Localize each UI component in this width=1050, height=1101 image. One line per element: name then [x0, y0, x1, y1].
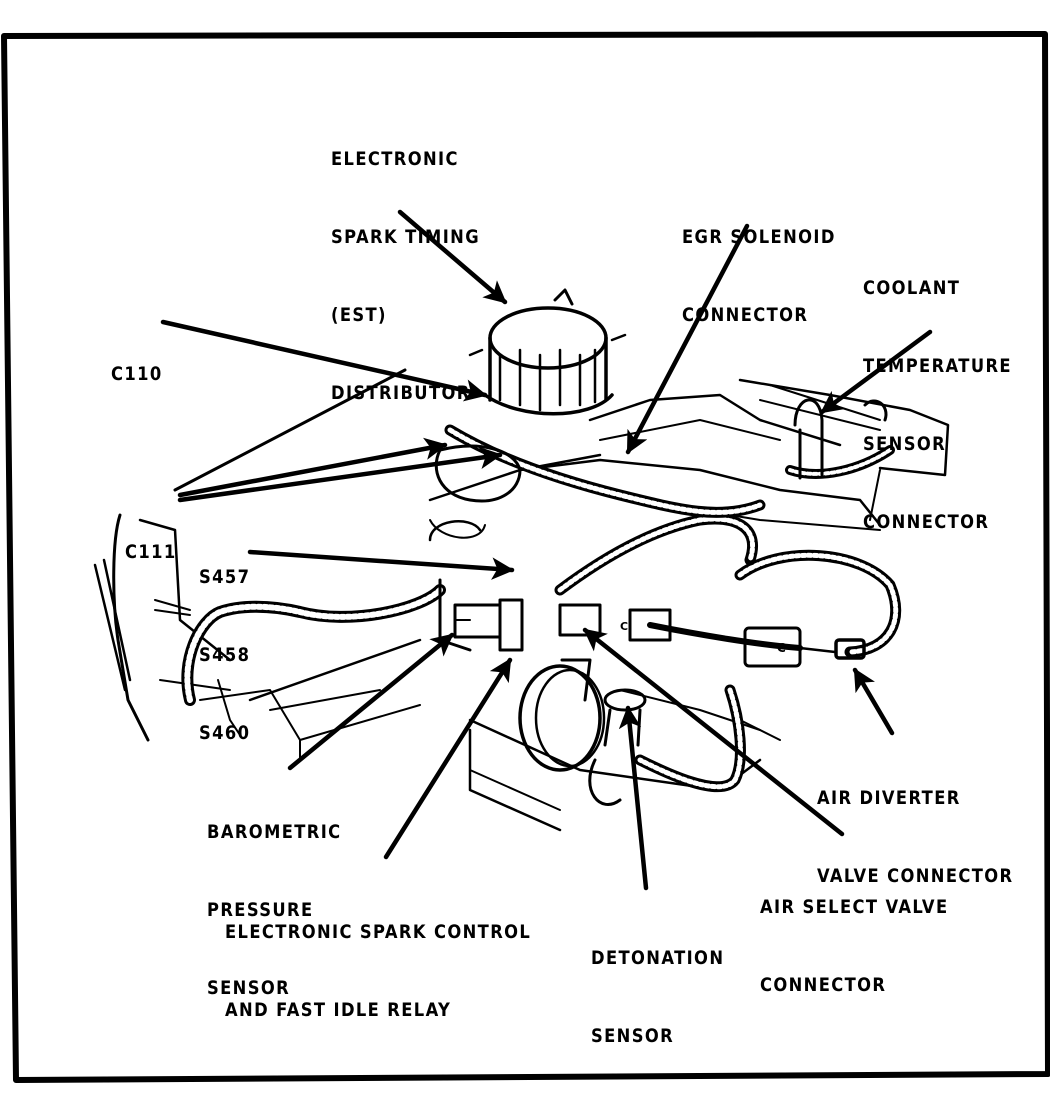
- label-est-distributor: ELECTRONIC SPARK TIMING (EST) DISTRIBUTO…: [331, 94, 480, 458]
- label-line: AIR SELECT VALVE: [760, 896, 949, 918]
- label-line: S458: [199, 644, 251, 666]
- label-line: SENSOR: [863, 433, 947, 455]
- label-line: BAROMETRIC: [207, 821, 342, 843]
- connector-glyph: C: [620, 620, 628, 633]
- label-line: C110: [111, 363, 163, 385]
- label-coolant-temp-sensor-connector: COOLANT TEMPERATURE SENSOR CONNECTOR: [863, 223, 1012, 587]
- leader-air-diverter: [852, 667, 895, 736]
- sensor-boxes: [438, 578, 524, 652]
- label-air-diverter-valve-connector: AIR DIVERTER VALVE CONNECTOR: [817, 733, 1013, 941]
- label-c111: C111: [125, 487, 177, 617]
- label-line: DISTRIBUTOR: [331, 382, 471, 404]
- label-splices: S457 S458 S460: [199, 512, 250, 798]
- label-barometric-pressure-sensor: BAROMETRIC PRESSURE SENSOR: [207, 767, 342, 1053]
- label-line: VALVE CONNECTOR: [817, 865, 1014, 887]
- label-line: AIR DIVERTER: [817, 787, 961, 809]
- air-valve-connectors: [558, 603, 866, 668]
- label-line: CONNECTOR: [682, 304, 809, 326]
- leader-detonation: [618, 705, 649, 891]
- connector-glyph: C: [777, 641, 786, 655]
- label-line: ELECTRONIC SPARK CONTROL: [225, 921, 532, 943]
- label-line: CONNECTOR: [863, 511, 990, 533]
- air-pump-pulley: [518, 658, 606, 772]
- leader-c111-c: [173, 368, 407, 492]
- label-line: AND FAST IDLE RELAY: [225, 999, 452, 1021]
- leader-egr-solenoid: [625, 223, 750, 455]
- label-esc-fast-idle-relay: ELECTRONIC SPARK CONTROL AND FAST IDLE R…: [225, 867, 531, 1075]
- label-line: C111: [125, 541, 177, 563]
- label-line: (EST): [331, 304, 387, 326]
- label-c110: C110: [111, 309, 163, 439]
- leader-barometric: [287, 632, 455, 771]
- label-air-select-valve-connector: AIR SELECT VALVE CONNECTOR: [760, 842, 949, 1050]
- label-line: CONNECTOR: [760, 974, 887, 996]
- label-line: SENSOR: [207, 977, 291, 999]
- label-line: EGR SOLENOID: [682, 226, 836, 248]
- distributor: [468, 288, 627, 416]
- label-line: SPARK TIMING: [331, 226, 480, 248]
- label-line: DETONATION: [591, 947, 725, 969]
- label-line: TEMPERATURE: [863, 355, 1012, 377]
- leader-esc-relay: [383, 657, 513, 860]
- leader-c111-b: [177, 446, 503, 503]
- leader-coolant-sensor: [819, 329, 933, 415]
- label-egr-solenoid-connector: EGR SOLENOID CONNECTOR: [682, 172, 836, 380]
- label-detonation-sensor: DETONATION SENSOR: [591, 893, 724, 1101]
- label-line: S457: [199, 566, 251, 588]
- label-line: PRESSURE: [207, 899, 314, 921]
- leader-air-select: [582, 627, 845, 837]
- label-line: ELECTRONIC: [331, 148, 459, 170]
- leader-est-distributor: [397, 209, 508, 305]
- leader-splices: [247, 549, 515, 580]
- label-line: S460: [199, 722, 251, 744]
- leader-lines: [160, 209, 933, 891]
- label-line: SENSOR: [591, 1025, 675, 1047]
- leader-c110: [160, 319, 488, 402]
- diagram-frame: [1, 31, 1050, 1083]
- leader-c111-a: [177, 437, 448, 498]
- label-line: COOLANT: [863, 277, 961, 299]
- coolant-sensor-body: [793, 398, 888, 480]
